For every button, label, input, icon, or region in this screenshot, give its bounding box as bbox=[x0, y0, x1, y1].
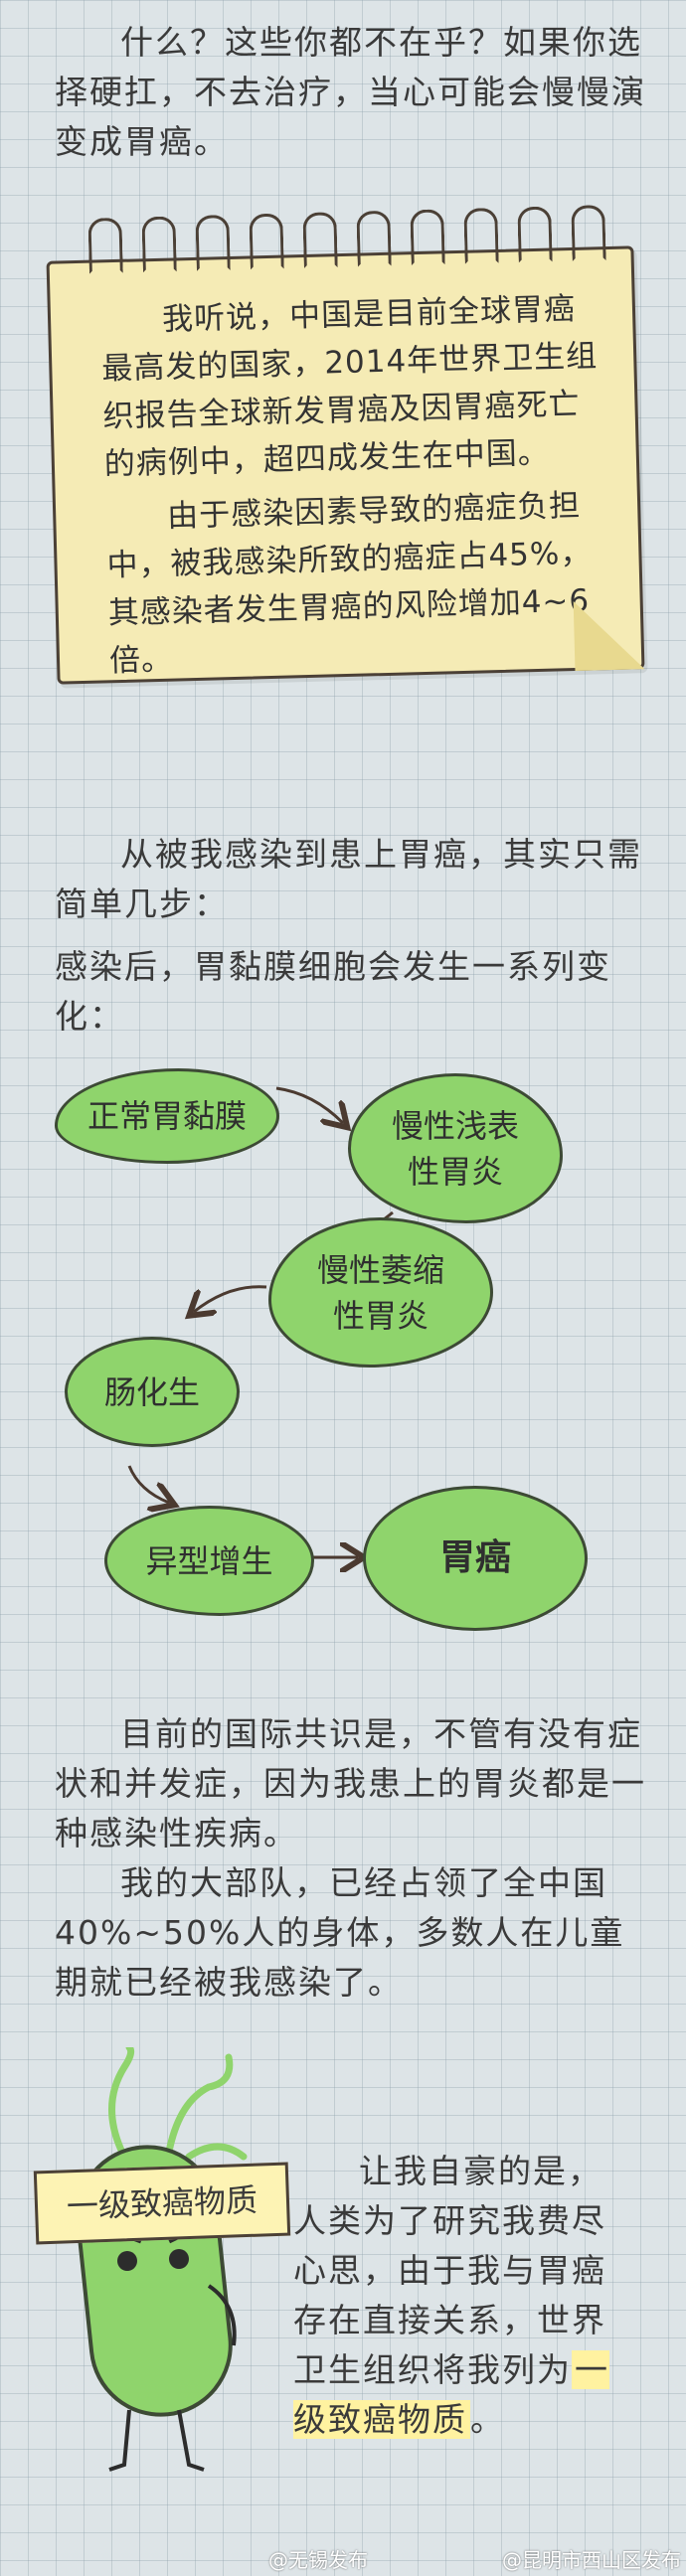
node-dysplasia: 异型增生 bbox=[104, 1506, 314, 1616]
node-atrophic-gastritis: 慢性萎缩 性胃炎 bbox=[268, 1217, 493, 1368]
watermark-right: @昆明市西山区发布 bbox=[502, 2548, 681, 2572]
majority-text: 我的大部队，已经占领了全中国40%~50%人的身体，多数人在儿童期就已经被我感染… bbox=[55, 1863, 625, 2002]
spiral-rings bbox=[87, 205, 626, 288]
arrow-1 bbox=[275, 1086, 343, 1123]
node-gastric-cancer: 胃癌 bbox=[363, 1486, 588, 1631]
note-paragraph-1: 我听说，中国是目前全球胃癌最高发的国家，2014年世界卫生组织报告全球新发胃癌及… bbox=[100, 290, 599, 483]
note-folded-corner bbox=[573, 599, 645, 672]
consensus-text: 目前的国际共识是，不管有没有症状和并发症，因为我患上的胃炎都是一种感染性疾病。 bbox=[55, 1714, 646, 1852]
steps-subtitle: 感染后，胃黏膜细胞会发生一系列变化： bbox=[55, 947, 611, 1036]
arrow-4 bbox=[127, 1465, 169, 1503]
watermark-left: @无锡发布 bbox=[268, 2548, 368, 2572]
node-intestinal-metaplasia: 肠化生 bbox=[65, 1337, 240, 1447]
node-normal-mucosa: 正常胃黏膜 bbox=[55, 1068, 279, 1164]
pride-text: 让我自豪的是，人类为了研究我费尽心思，由于我与胃癌存在直接关系，世界卫生组织将我… bbox=[293, 2152, 609, 2439]
note-card: 我听说，中国是目前全球胃癌最高发的国家，2014年世界卫生组织报告全球新发胃癌及… bbox=[46, 205, 645, 685]
arrow-3 bbox=[194, 1285, 267, 1312]
node-superficial-gastritis: 慢性浅表 性胃炎 bbox=[348, 1073, 563, 1223]
note-paragraph-2: 由于感染因素导致的癌症负担中，被我感染所致的癌症占45%，其感染者发生胃癌的风险… bbox=[106, 487, 593, 680]
bacterium-character-icon bbox=[76, 2047, 248, 2472]
steps-intro: 从被我感染到患上胃癌，其实只需简单几步： bbox=[55, 835, 642, 923]
carcinogen-tag: 一级致癌物质 bbox=[33, 2162, 291, 2245]
intro-text: 什么？这些你都不在乎？如果你选择硬扛，不去治疗，当心可能会慢慢演变成胃癌。 bbox=[55, 23, 646, 161]
